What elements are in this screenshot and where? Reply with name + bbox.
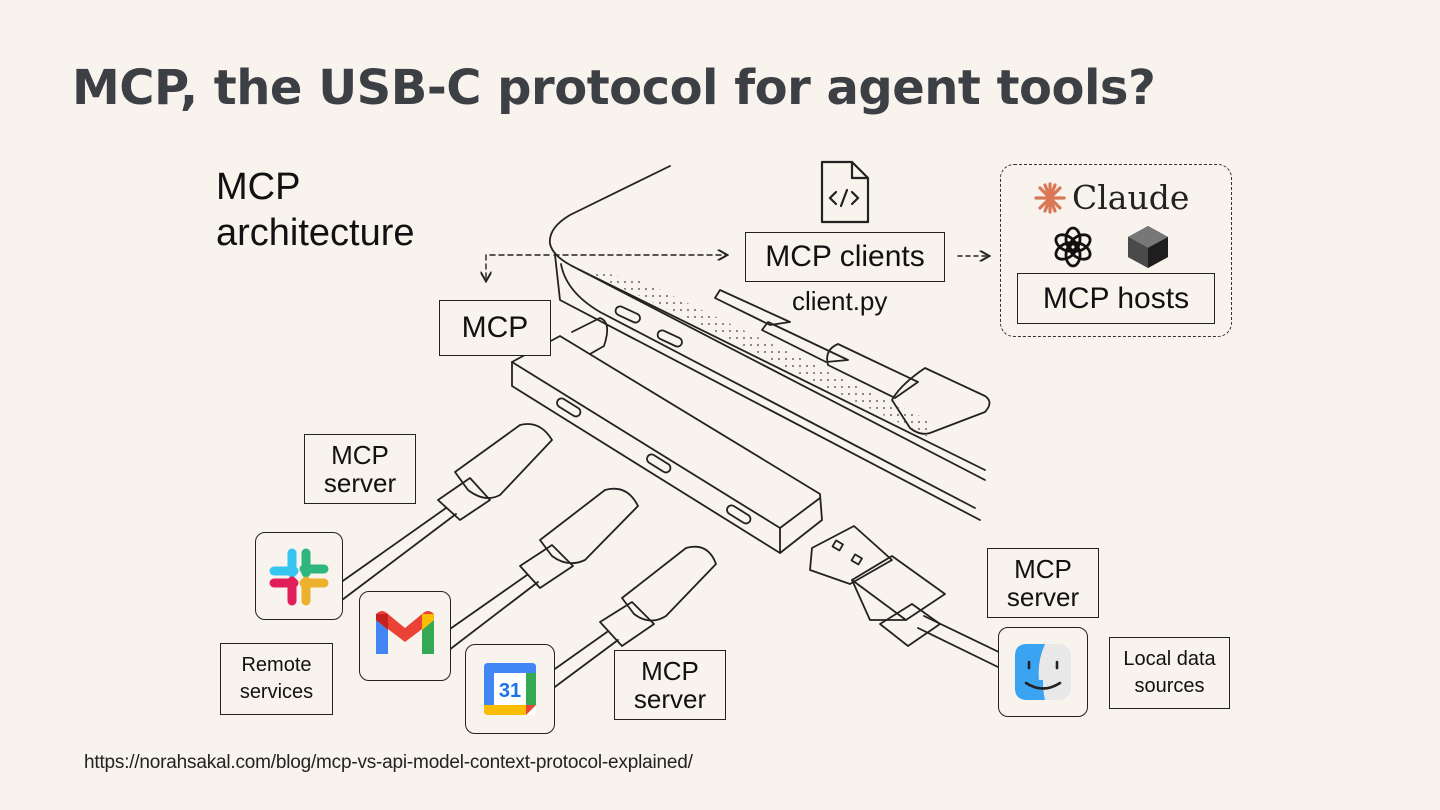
slack-app-tile	[255, 532, 343, 620]
openai-logo	[1054, 226, 1092, 268]
claude-wordmark: Claude	[1072, 178, 1190, 217]
remote-line1: Remote	[241, 654, 312, 676]
usb-a-plug	[809, 525, 893, 585]
slack-icon	[269, 548, 329, 606]
usb-hub	[511, 335, 823, 554]
mcp-server-box-remote: MCP server	[304, 434, 416, 504]
server-line2: server	[323, 468, 397, 498]
perplexity-logo	[1128, 226, 1168, 268]
usb-c-cable-1	[454, 423, 553, 499]
server-line2: server	[1006, 582, 1080, 612]
calendar-app-tile: 31	[465, 644, 555, 734]
mcp-hosts-label: MCP hosts	[1042, 281, 1190, 315]
server-line1: MCP	[641, 656, 699, 686]
laptop-key	[714, 289, 791, 326]
server-line1: MCP	[331, 440, 389, 470]
mcp-clients-label: MCP clients	[765, 240, 925, 273]
local-line1: Local data	[1123, 648, 1216, 670]
calendar-day: 31	[499, 680, 521, 702]
finder-icon	[1015, 644, 1071, 700]
mcp-server-box-local: MCP server	[987, 548, 1099, 618]
mcp-clients-box: MCP clients	[745, 232, 945, 282]
diagram-heading-line1: MCP	[216, 166, 301, 208]
remote-services-box: Remote services	[220, 643, 333, 715]
diagram-heading: MCP architecture	[216, 164, 415, 256]
slide-title: MCP, the USB-C protocol for agent tools?	[72, 60, 1156, 116]
laptop-base	[554, 254, 981, 521]
local-line2: sources	[1134, 675, 1205, 697]
google-calendar-icon: 31	[484, 663, 536, 715]
server-line2: server	[633, 684, 707, 714]
remote-line2: services	[239, 681, 314, 703]
finder-app-tile	[998, 627, 1088, 717]
local-data-box: Local data sources	[1109, 637, 1230, 709]
claude-star-icon	[1034, 181, 1066, 214]
mcp-box: MCP	[439, 300, 551, 356]
code-file-icon	[820, 160, 870, 224]
usb-c-cable-2	[539, 487, 639, 565]
mcp-label: MCP	[461, 311, 529, 344]
mcp-hosts-group	[1000, 164, 1232, 337]
mcp-hosts-box: MCP hosts	[1017, 273, 1215, 324]
mcp-server-box-calendar: MCP server	[614, 650, 726, 720]
hub-connector	[571, 317, 609, 355]
gmail-icon	[376, 611, 434, 654]
client-file-label: client.py	[792, 286, 888, 316]
usb-c-cable-3	[621, 545, 717, 622]
server-line1: MCP	[1014, 554, 1072, 584]
claude-logo: Claude	[1034, 178, 1189, 217]
diagram-heading-line2: architecture	[216, 212, 415, 254]
source-url: https://norahsakal.com/blog/mcp-vs-api-m…	[84, 752, 693, 773]
gmail-app-tile	[359, 591, 451, 681]
laptop-screen-edge	[548, 165, 986, 471]
